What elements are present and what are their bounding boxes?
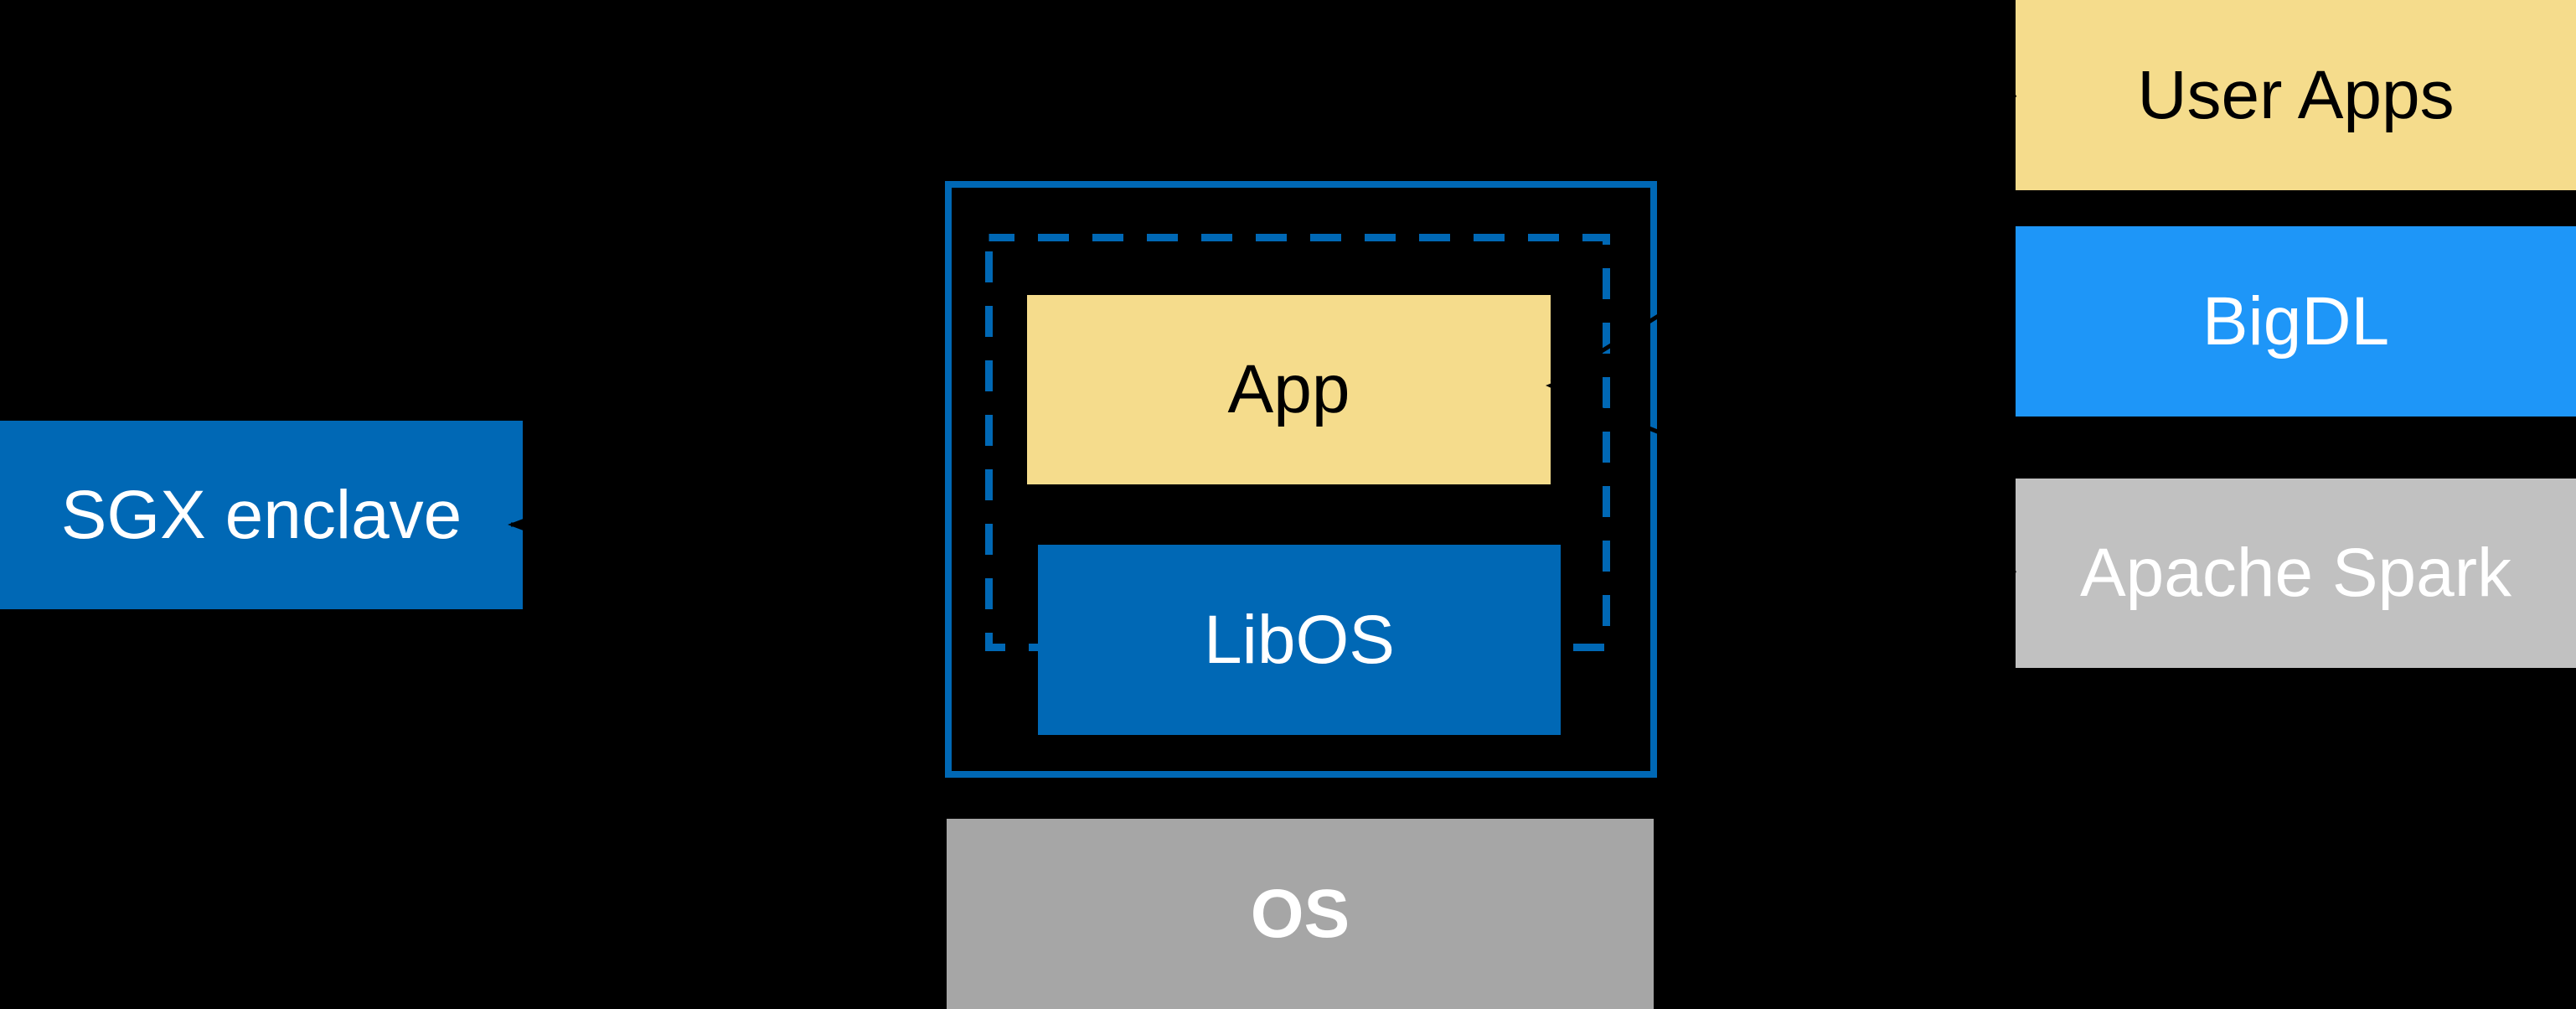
sgx-enclave-label: SGX enclave xyxy=(60,476,462,553)
app-label: App xyxy=(1227,351,1350,427)
libos-label: LibOS xyxy=(1204,601,1395,678)
os-label: OS xyxy=(1250,875,1350,952)
sgx-enclave-label-box: SGX enclave xyxy=(0,421,523,609)
user-apps-label: User Apps xyxy=(2137,56,2455,133)
os-box: OS xyxy=(947,819,1654,1009)
bigdl-label: BigDL xyxy=(2202,282,2390,360)
user-apps-box: User Apps xyxy=(2016,0,2576,190)
bigdl-box: BigDL xyxy=(2016,226,2576,417)
apache-spark-box: Apache Spark xyxy=(2016,479,2576,668)
apache-spark-label: Apache Spark xyxy=(2079,535,2512,611)
libos-box: LibOS xyxy=(1038,545,1561,735)
app-box: App xyxy=(1027,295,1551,484)
